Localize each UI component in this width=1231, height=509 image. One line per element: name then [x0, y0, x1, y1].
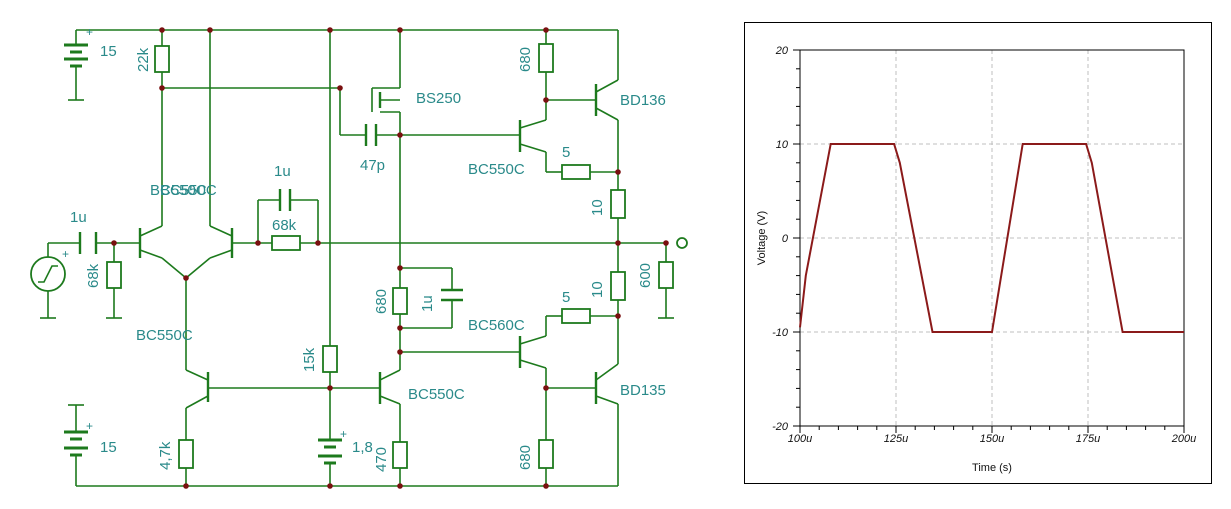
- capacitor-fb-1u: [278, 189, 292, 211]
- transistors: [138, 79, 619, 409]
- resistor-68k-in: [106, 261, 122, 289]
- label-supply-bottom: 15: [100, 439, 117, 456]
- resistor-22k: [154, 45, 170, 73]
- resistor-680-bot: [538, 439, 554, 469]
- voltage-chart-panel: 100u 125u 150u 175u 200u 20 10 0 -10 -20 Time (s)…: [744, 22, 1212, 484]
- transistor-pair-right: [209, 225, 234, 259]
- label-bc550c-bias: BC550C: [408, 386, 465, 403]
- chart-ticks: 100u 125u 150u 175u 200u 20 10 0 -10 -20: [772, 45, 1196, 445]
- resistor-68k-fb: [271, 235, 301, 251]
- resistor-10-top: [610, 189, 626, 219]
- resistor-600: [658, 261, 674, 289]
- resistor-680-mid: [392, 287, 408, 315]
- label-in-1u: 1u: [70, 209, 87, 226]
- plus-sign: +: [86, 419, 93, 433]
- label-bc560c: BC560C: [468, 317, 525, 334]
- label-680-mid: 680: [373, 289, 390, 314]
- label-1v8: 1,8: [352, 439, 373, 456]
- resistor-10-bot: [610, 271, 626, 301]
- resistor-15k: [322, 345, 338, 373]
- transistor-driver-top: [518, 119, 547, 153]
- label-bc550c-driver: BC550C: [468, 161, 525, 178]
- chart-series: [799, 143, 1184, 333]
- label-fb-1u: 1u: [274, 163, 291, 180]
- resistor-680-top: [538, 43, 554, 73]
- y-tick-label: -10: [772, 327, 789, 339]
- chart-grid: [800, 50, 1184, 426]
- wires: [40, 29, 674, 487]
- transistor-bd135: [594, 363, 619, 405]
- label-600: 600: [637, 263, 654, 288]
- voltage-chart: 100u 125u 150u 175u 200u 20 10 0 -10 -20 Time (s)…: [756, 45, 1196, 474]
- label-in-68k: 68k: [85, 263, 102, 288]
- transistor-pair-left: [138, 225, 163, 259]
- label-bs250: BS250: [416, 90, 461, 107]
- label-pair-left: BC550C: [150, 182, 207, 199]
- label-15k: 15k: [301, 347, 318, 372]
- label-680-bot: 680: [517, 445, 534, 470]
- resistor-5-bot: [561, 308, 591, 324]
- label-bd135: BD135: [620, 382, 666, 399]
- series-line: [799, 143, 1184, 333]
- transistor-tail: [185, 369, 210, 409]
- x-axis-label: Time (s): [972, 462, 1012, 474]
- battery-bottom: [64, 430, 88, 457]
- label-10-top: 10: [589, 199, 606, 216]
- label-1u-mid: 1u: [419, 295, 436, 312]
- capacitors: [78, 124, 463, 302]
- battery-top: [64, 43, 88, 68]
- resistors: [106, 43, 674, 469]
- label-5-bot: 5: [562, 289, 570, 306]
- label-22k: 22k: [135, 47, 152, 72]
- component-labels: 15 22k BS250 47p 680 BD136 BC550C 5 10 B…: [70, 43, 666, 472]
- plus-sign: +: [86, 25, 93, 39]
- y-tick-label: 20: [775, 45, 789, 57]
- resistor-5-top: [561, 164, 591, 180]
- label-47p: 47p: [360, 157, 385, 174]
- transistor-bd136: [594, 79, 619, 121]
- capacitor-47p: [364, 124, 378, 146]
- y-axis-label: Voltage (V): [756, 211, 768, 265]
- resistor-470: [392, 441, 408, 469]
- label-bc550c-tail: BC550C: [136, 327, 193, 344]
- label-10-bot: 10: [589, 281, 606, 298]
- signal-source-icon: +: [30, 247, 69, 292]
- junction-dots: [111, 27, 669, 489]
- x-tick-label: 125u: [884, 433, 908, 445]
- svg-text:+: +: [62, 247, 69, 261]
- capacitor-input-1u: [78, 232, 98, 254]
- y-tick-label: 0: [782, 233, 789, 245]
- label-supply-top: 15: [100, 43, 117, 60]
- y-tick-label: 10: [776, 139, 789, 151]
- output-terminal-icon: [676, 237, 688, 249]
- label-pair-right: BC550C: [160, 182, 217, 199]
- battery-bias: [318, 438, 342, 465]
- x-tick-label: 200u: [1171, 433, 1196, 445]
- capacitor-mid-1u: [441, 288, 463, 302]
- label-bd136: BD136: [620, 92, 666, 109]
- label-470: 470: [373, 447, 390, 472]
- transistor-bc560c: [518, 335, 547, 369]
- label-680-top: 680: [517, 47, 534, 72]
- amplifier-schematic: +: [30, 25, 688, 489]
- x-tick-label: 175u: [1076, 433, 1100, 445]
- mosfet-bs250: [372, 87, 400, 113]
- label-4k7: 4,7k: [157, 441, 174, 470]
- label-fb-68k: 68k: [272, 217, 297, 234]
- label-5-top: 5: [562, 144, 570, 161]
- x-tick-label: 150u: [980, 433, 1004, 445]
- y-tick-label: -20: [772, 421, 789, 433]
- transistor-bias: [378, 369, 401, 405]
- plus-sign: +: [340, 427, 347, 441]
- resistor-4k7: [178, 439, 194, 469]
- x-tick-label: 100u: [788, 433, 812, 445]
